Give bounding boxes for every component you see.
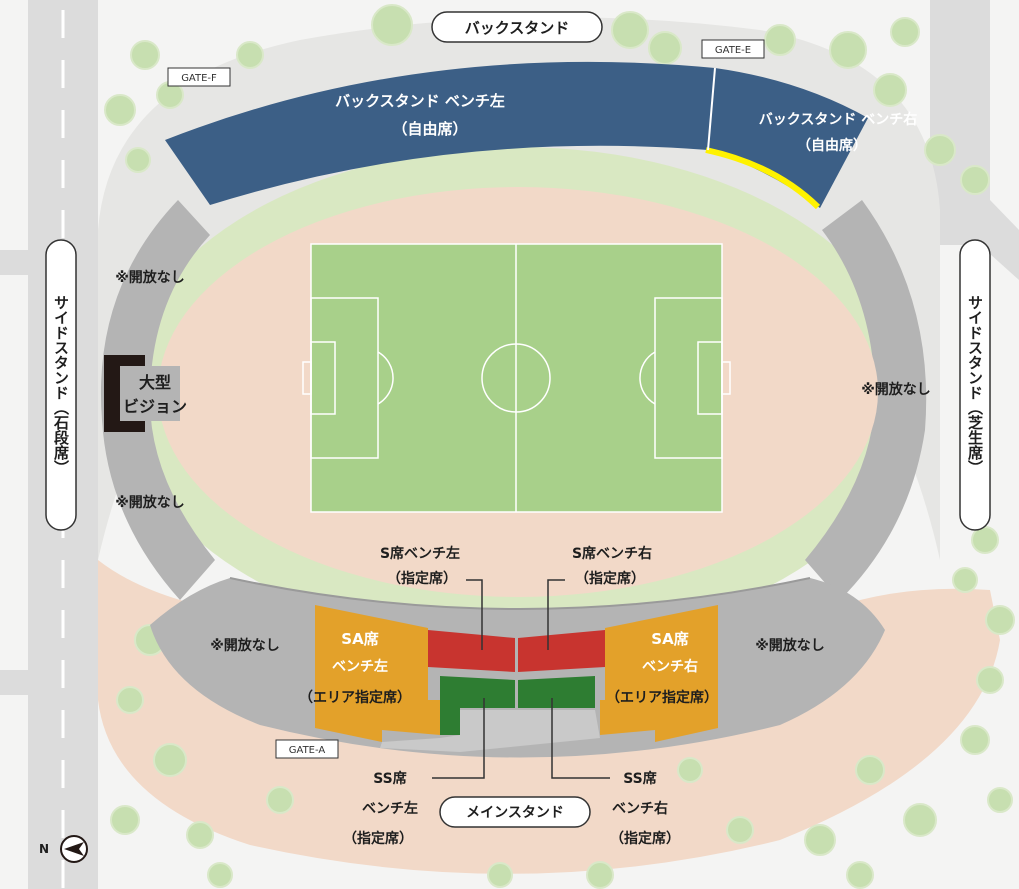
ss-left-seats [440, 676, 515, 735]
s-right-seats [518, 630, 605, 672]
ss-left-label-1: SS席 [373, 770, 407, 787]
main-stand-lower-gray [380, 735, 460, 752]
big-vision-label-2: ビジョン [123, 397, 187, 416]
gate-f-box [167, 67, 231, 87]
trees [104, 4, 1015, 889]
back-right-label-2: （自由席） [797, 137, 867, 154]
closed-left-upper: ※開放なし [115, 269, 185, 286]
s-left-label-2: （指定席） [387, 570, 457, 587]
compass: N [39, 835, 88, 863]
back-stand-divider [707, 67, 716, 151]
compass-label: N [39, 842, 49, 856]
leader-lines [432, 579, 610, 779]
main-stand-name: メインスタンド [466, 805, 564, 821]
main-stand-pill [439, 796, 591, 828]
side-stand-right [805, 200, 927, 600]
ss-right-label-2: ベンチ右 [612, 800, 668, 817]
back-left-label-2: （自由席） [392, 120, 467, 138]
sa-right-label-2: ベンチ右 [642, 658, 698, 675]
sa-right-seats [600, 605, 718, 742]
closed-left-lower: ※開放なし [115, 494, 185, 511]
sa-left-label-3: （エリア指定席） [299, 689, 411, 706]
gate-e-label: GATE-E [715, 45, 751, 56]
sa-left-seats [315, 605, 440, 742]
closed-right: ※開放なし [861, 381, 931, 398]
sa-right-label-1: SA席 [651, 630, 688, 648]
back-right-label-1: バックスタンド ベンチ右 [759, 111, 917, 128]
ss-right-label-1: SS席 [623, 770, 657, 787]
back-stand-right [708, 68, 868, 208]
back-stand-left [165, 61, 715, 205]
s-right-label-1: S席ベンチ右 [572, 545, 652, 562]
main-stand-lower-gray-2 [460, 710, 600, 752]
s-left-label-1: S席ベンチ左 [380, 545, 460, 562]
ss-right-seats [518, 676, 595, 708]
big-vision-label-1: 大型 [139, 373, 171, 392]
sa-right-label-3: （エリア指定席） [606, 689, 718, 706]
side-stand-left-name: サイドスタンド（石段席） [52, 295, 70, 475]
side-stand-left [100, 200, 215, 600]
closed-main-right: ※開放なし [755, 637, 825, 654]
s-right-label-2: （指定席） [575, 570, 645, 587]
gate-f-label: GATE-F [181, 73, 217, 84]
ss-left-label-3: （指定席） [343, 830, 413, 847]
back-stand-pill [431, 11, 603, 43]
side-stand-right-pill [959, 239, 991, 531]
side-stand-left-pill [45, 239, 77, 531]
sa-left-label-1: SA席 [341, 630, 378, 648]
soccer-pitch [302, 243, 731, 513]
back-stand-name: バックスタンド [465, 19, 570, 37]
s-left-seats [428, 630, 515, 672]
gate-a-box [275, 739, 339, 759]
back-stand-highlight [705, 147, 821, 210]
gate-a-label: GATE-A [289, 745, 326, 756]
back-left-label-1: バックスタンド ベンチ左 [335, 92, 505, 110]
north-arrow-icon [60, 835, 88, 863]
main-stand-inner [229, 577, 811, 610]
big-vision-label-bg [120, 366, 180, 421]
closed-main-left: ※開放なし [210, 637, 280, 654]
side-stand-right-name: サイドスタンド（芝生席） [966, 295, 984, 475]
ss-left-label-2: ベンチ左 [362, 800, 418, 817]
sa-left-label-2: ベンチ左 [332, 658, 388, 675]
ss-right-label-3: （指定席） [610, 830, 680, 847]
gate-e-box [701, 39, 765, 59]
